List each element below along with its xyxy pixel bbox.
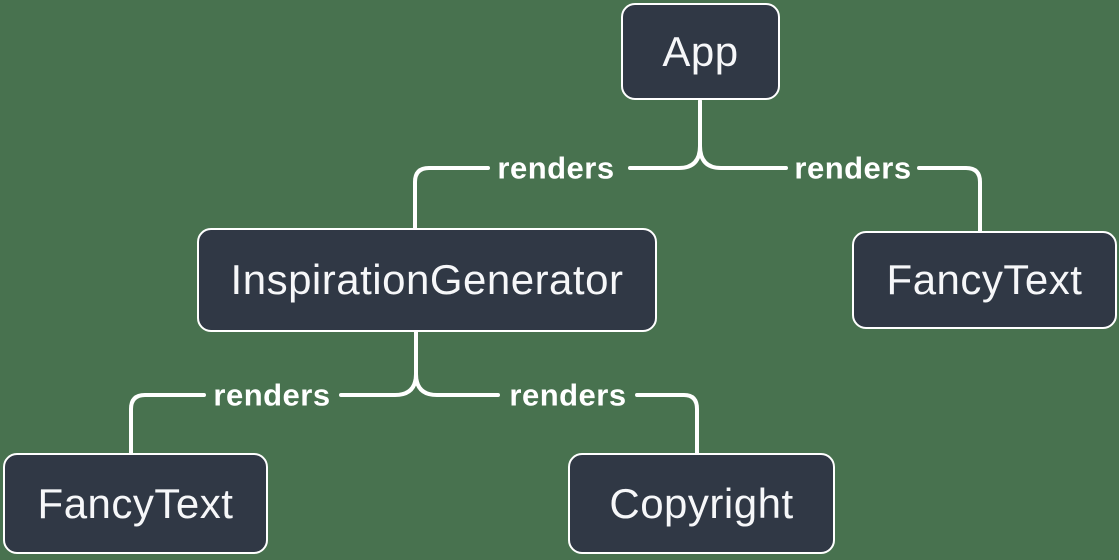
- tree-node-inspiration-generator: InspirationGenerator: [197, 228, 657, 332]
- edge-inspirationgenerator-to-copyright-inner-line: [414, 372, 500, 397]
- tree-node-copyright-label: Copyright: [609, 479, 794, 527]
- edge-inspirationgenerator-to-fancytext-outer-line: [129, 393, 206, 456]
- edge-app-to-inspirationgenerator-outer-line: [413, 166, 490, 231]
- tree-node-fancy-text-left: FancyText: [3, 453, 268, 554]
- edge-label-renders-inspirationgenerator-copyright: renders: [509, 377, 627, 413]
- tree-node-fancy-text-right: FancyText: [852, 231, 1117, 329]
- edge-app-to-fancytext-outer-line: [917, 166, 982, 234]
- tree-node-copyright: Copyright: [568, 453, 835, 554]
- edge-inspirationgenerator-to-fancytext-inner-line: [339, 372, 418, 397]
- tree-node-app-label: App: [662, 27, 739, 75]
- tree-node-app: App: [621, 3, 780, 100]
- edge-app-to-fancytext-inner-line: [698, 144, 788, 170]
- tree-node-inspiration-generator-label: InspirationGenerator: [230, 256, 624, 303]
- tree-node-fancy-text-left-label: FancyText: [37, 479, 234, 527]
- edge-app-to-inspirationgenerator-inner-line: [628, 144, 702, 170]
- edge-label-renders-app-fancytext: renders: [794, 150, 912, 186]
- edge-label-renders-inspirationgenerator-fancytext: renders: [213, 377, 331, 413]
- edge-label-renders-app-inspirationgenerator: renders: [497, 150, 615, 186]
- tree-node-fancy-text-right-label: FancyText: [886, 256, 1083, 303]
- edge-inspirationgenerator-to-copyright-outer-line: [635, 393, 699, 456]
